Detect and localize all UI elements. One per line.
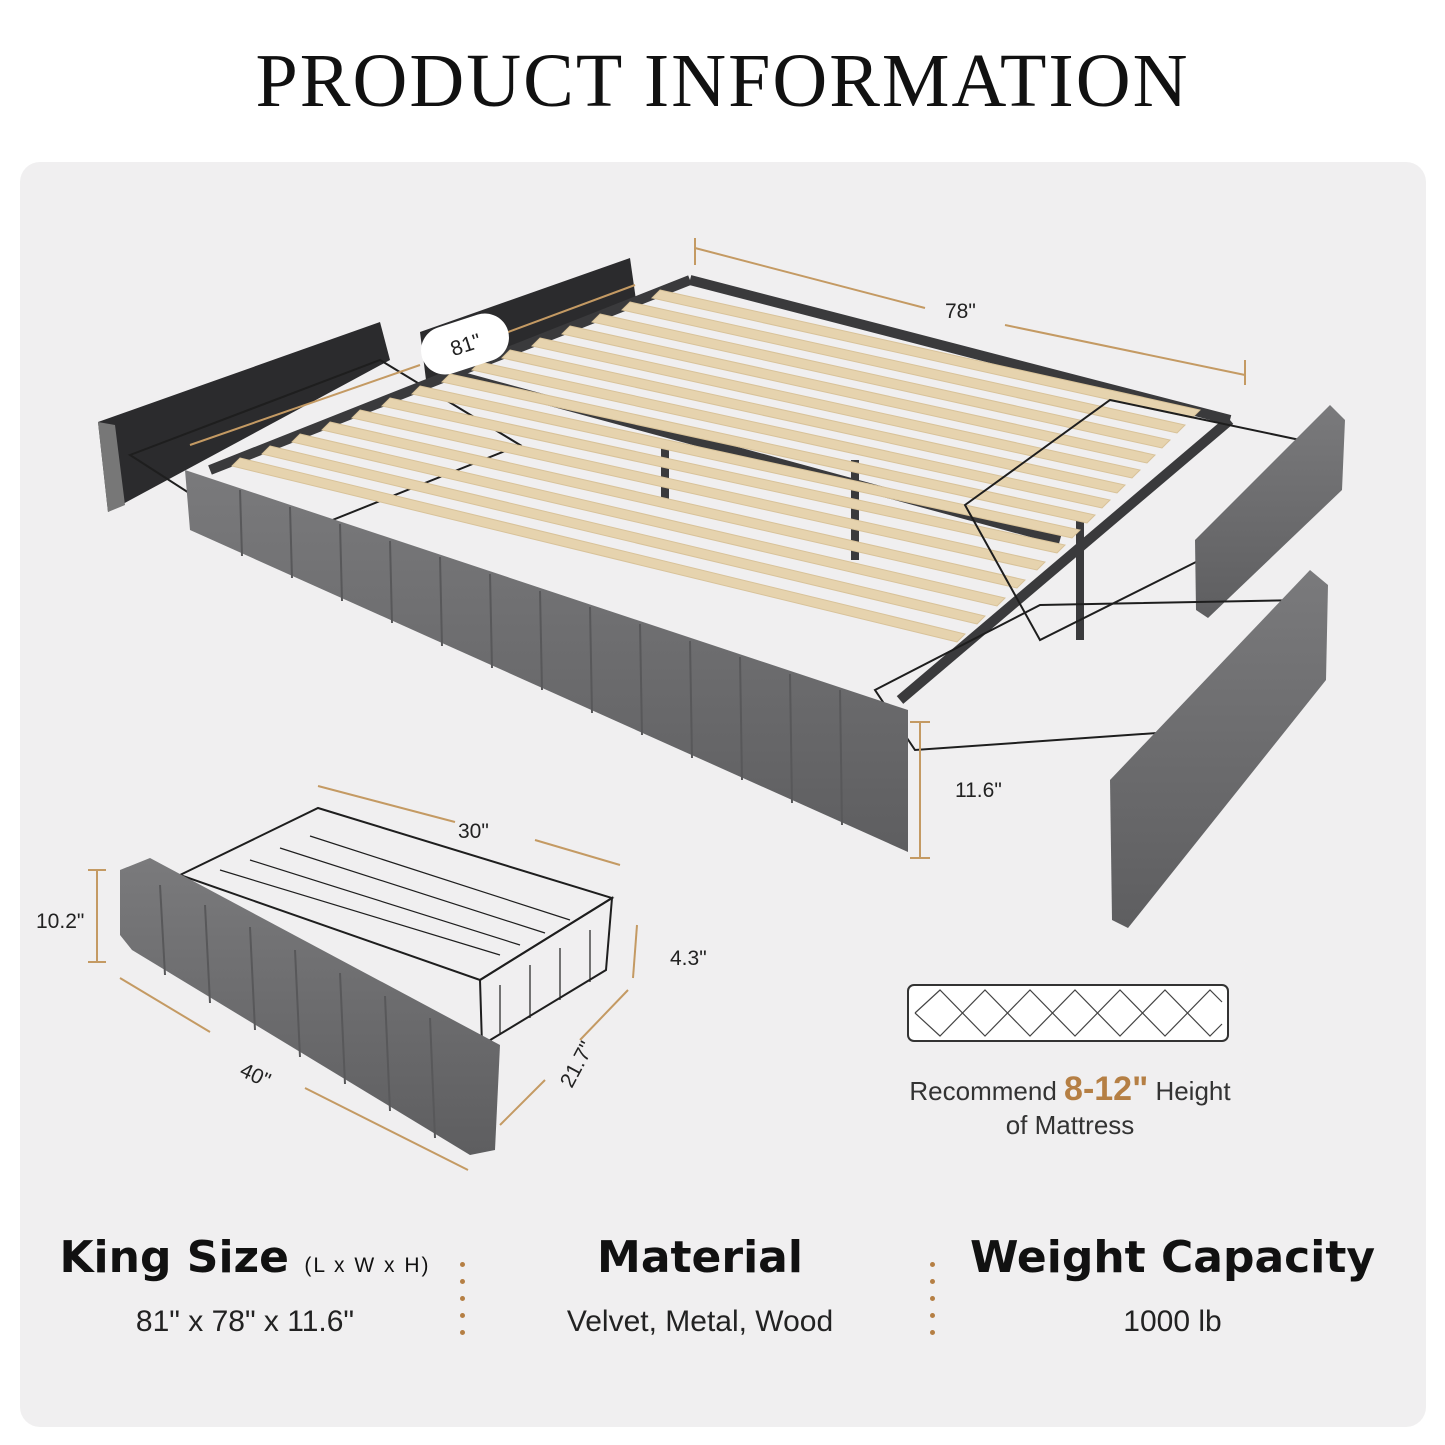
drawer-width-label: 21.7" [556, 1038, 599, 1091]
mattress-icon [907, 984, 1229, 1042]
mattress-text-after: Height [1155, 1076, 1231, 1106]
drawer-front-height-label: 10.2" [36, 910, 84, 933]
right-drawer-front [873, 570, 1328, 928]
page-title: PRODUCT INFORMATION [255, 39, 1190, 123]
spec-size-value: 81" x 78" x 11.6" [135, 1305, 355, 1338]
spec-material-label: Material [597, 1232, 803, 1283]
drawer-depth-label: 30" [458, 820, 489, 843]
bed-length-badge [421, 313, 509, 375]
mattress-recommendation: Recommend 8-12" Height of Mattress [850, 1072, 1290, 1142]
wooden-slats [231, 289, 1201, 643]
mattress-height-highlight: 8-12" [1064, 1070, 1149, 1108]
separator-dots-2 [930, 1262, 936, 1347]
mattress-text-before: Recommend [909, 1076, 1057, 1106]
spec-material: Material Velvet, Metal, Wood [500, 1232, 900, 1339]
dimension-lines [189, 238, 1246, 859]
spec-material-value: Velvet, Metal, Wood [566, 1305, 834, 1338]
spec-size-heading: King Size (L x W x H) [50, 1232, 440, 1283]
drawer-basket [177, 806, 615, 1047]
spec-size-label: King Size [59, 1232, 289, 1283]
spec-size-sub: (L x W x H) [304, 1254, 431, 1277]
drawer-length-label: 40" [236, 1059, 274, 1093]
bed-height-label: 11.6" [955, 779, 1002, 802]
spec-capacity-value: 1000 lb [1123, 1305, 1222, 1338]
headboard-left [98, 322, 390, 512]
mattress-text-line2: of Mattress [1005, 1110, 1135, 1140]
spec-size: King Size (L x W x H) 81" x 78" x 11.6" [50, 1232, 440, 1339]
drawer-front-panel [120, 858, 500, 1155]
right-drawer-rear [963, 398, 1345, 642]
side-rail [185, 470, 908, 852]
separator-dots-1 [460, 1262, 466, 1347]
drawer-basket-height-label: 4.3" [670, 947, 707, 970]
spec-capacity-label: Weight Capacity [969, 1232, 1376, 1283]
bed-width-label: 78" [945, 300, 976, 323]
spec-capacity: Weight Capacity 1000 lb [955, 1232, 1390, 1339]
drawer-dimension-lines [88, 785, 638, 1171]
